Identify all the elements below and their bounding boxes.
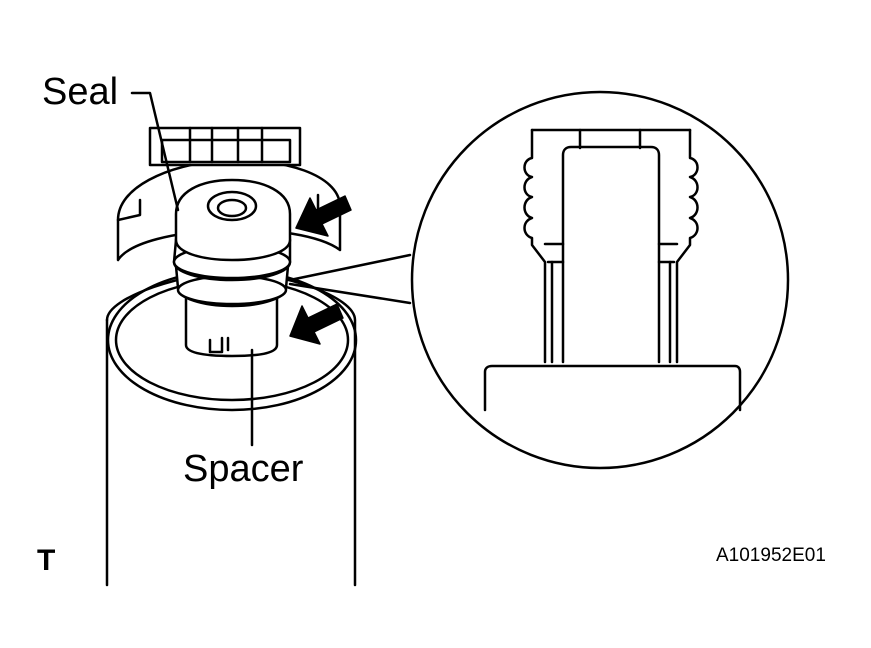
spacer-label: Spacer <box>183 448 304 490</box>
detail-view <box>410 90 790 470</box>
figure-id: A101952E01 <box>716 545 826 566</box>
seal-part <box>172 178 292 358</box>
section-letter: T <box>37 544 56 577</box>
indicator-arrows <box>289 195 352 345</box>
callout-lines <box>288 253 412 305</box>
seal-label: Seal <box>42 71 119 113</box>
leader-lines <box>130 91 254 447</box>
